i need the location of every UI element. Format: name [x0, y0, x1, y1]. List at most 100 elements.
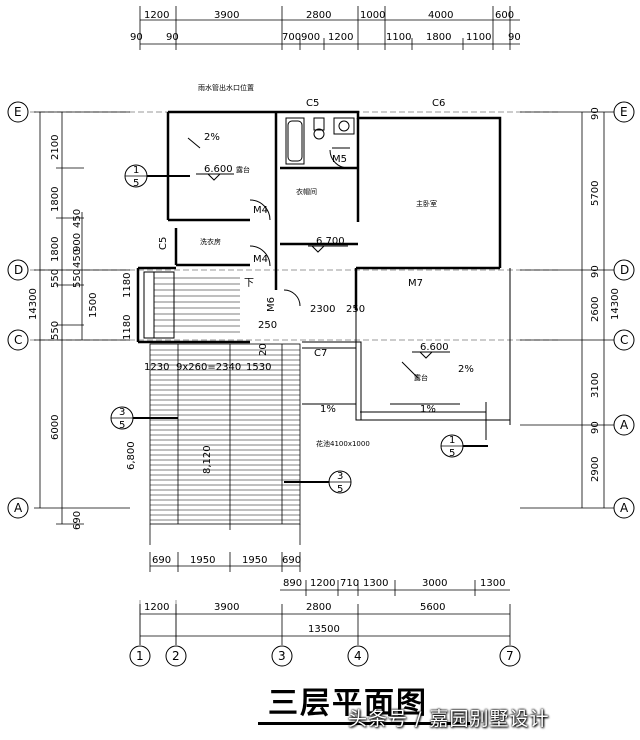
section-mark-1-top: 1 [133, 165, 139, 176]
bottom-dim-1950-b: 1950 [242, 555, 267, 566]
right-dim-90-a: 90 [590, 107, 601, 120]
top-dim-90-c: 90 [508, 32, 521, 43]
drawing-title: 三层平面图 [268, 686, 428, 721]
bottom-dim-690-a: 690 [152, 555, 171, 566]
door-m5: M5 [332, 154, 347, 165]
note-planter: 花池4100x1000 [316, 439, 370, 448]
right-dim-90-b: 90 [590, 265, 601, 278]
section-mark-3a-top: 3 [119, 407, 125, 418]
stair-dim-1530: 1530 [246, 362, 271, 373]
axis-label-a-left: A [14, 501, 23, 515]
dim-20: 20 [258, 343, 269, 356]
section-mark-1b-top: 1 [449, 435, 455, 446]
top-dim-1800: 1800 [426, 32, 451, 43]
section-mark-3b-bottom: 5 [337, 484, 343, 495]
axis-label-c-right: C [620, 333, 628, 347]
dim-2300: 2300 [310, 304, 335, 315]
left-dim-6000: 6000 [50, 415, 61, 440]
left-dim-total: 14300 [28, 288, 39, 320]
left-dim-450-b: 450 [72, 249, 83, 268]
axis-label-e-left: E [14, 105, 22, 119]
bottom-dim-1200: 1200 [310, 578, 335, 589]
top-dim-1200: 1200 [144, 10, 169, 21]
left-dim-1180-a: 1180 [122, 273, 133, 298]
top-dim-90-a: 90 [130, 32, 143, 43]
axis-label-7: 7 [506, 649, 514, 663]
top-dim-900: 900 [301, 32, 320, 43]
top-dim-3900: 3900 [214, 10, 239, 21]
left-dim-550-b: 550 [50, 321, 61, 340]
left-dim-900: 900 [72, 233, 83, 252]
room-terrace-main: 露台 [414, 373, 428, 382]
axis-label-a-right: A [620, 501, 629, 515]
top-dim-1100-b: 1100 [466, 32, 491, 43]
left-dim-stair-6800: 6,800 [126, 441, 137, 470]
right-dim-2900: 2900 [590, 457, 601, 482]
bottom-dim-3900: 3900 [214, 602, 239, 613]
note-gutter-outlet: 雨水管出水口位置 [198, 83, 254, 92]
door-m4-a: M4 [253, 205, 268, 216]
section-mark-1b-bottom: 5 [449, 448, 455, 459]
bottom-dim-total: 13500 [308, 624, 340, 635]
bottom-dim-5600: 5600 [420, 602, 445, 613]
axis-label-2: 2 [172, 649, 180, 663]
bottom-dim-3000: 3000 [422, 578, 447, 589]
left-dim-1800-b: 1800 [50, 237, 61, 262]
slope-2pct-top: 2% [204, 132, 220, 143]
title-underline [258, 722, 470, 725]
top-dim-700: 700 [282, 32, 301, 43]
section-mark-1-bottom: 5 [133, 178, 139, 189]
left-dim-550-c: 550 [72, 269, 83, 288]
right-dim-2600: 2600 [590, 297, 601, 322]
right-dim-90-c: 90 [590, 421, 601, 434]
door-m4-b: M4 [253, 254, 268, 265]
left-dim-450-a: 450 [72, 209, 83, 228]
stair-dim-1230: 1230 [144, 362, 169, 373]
top-dim-1200-b: 1200 [328, 32, 353, 43]
section-mark-3a-bottom: 5 [119, 420, 125, 431]
top-dim-2800: 2800 [306, 10, 331, 21]
dim-8120: 8,120 [202, 445, 213, 474]
bottom-dim-2800: 2800 [306, 602, 331, 613]
bottom-dim-690-b: 690 [282, 555, 301, 566]
left-dim-690: 690 [72, 511, 83, 530]
stair-down-label: 下 [244, 278, 254, 289]
axis-label-a-right-upper: A [620, 418, 629, 432]
bottom-dim-710: 710 [340, 578, 359, 589]
axis-label-d-left: D [14, 263, 23, 277]
axis-label-3: 3 [278, 649, 286, 663]
left-dim-1500: 1500 [88, 293, 99, 318]
slope-1pct-b: 1% [420, 404, 436, 415]
left-dim-550-a: 550 [50, 269, 61, 288]
right-dim-5700: 5700 [590, 181, 601, 206]
watermark-text: 头条号 / 嘉园别墅设计 [348, 708, 550, 730]
left-dim-2100: 2100 [50, 135, 61, 160]
left-dim-1180-b: 1180 [122, 315, 133, 340]
bottom-dim-1950-a: 1950 [190, 555, 215, 566]
top-dim-90-b: 90 [166, 32, 179, 43]
slope-2pct-main: 2% [458, 364, 474, 375]
dim-250-a: 250 [258, 320, 277, 331]
door-m7: M7 [408, 278, 423, 289]
right-dim-3100: 3100 [590, 373, 601, 398]
top-dim-600: 600 [495, 10, 514, 21]
room-master-bedroom: 主卧室 [416, 199, 437, 208]
right-dim-total: 14300 [610, 288, 621, 320]
room-terrace-top: 露台 [236, 165, 250, 174]
elevation-6700: 6.700 [316, 236, 345, 247]
room-closet: 衣帽间 [296, 187, 317, 196]
bottom-dim-1200-row3: 1200 [144, 602, 169, 613]
dim-250-b: 250 [346, 304, 365, 315]
axis-label-4: 4 [354, 649, 362, 663]
bottom-dim-1300-a: 1300 [363, 578, 388, 589]
window-c5-left: C5 [158, 237, 169, 250]
top-dim-1000: 1000 [360, 10, 385, 21]
elevation-6600-main: 6.600 [420, 342, 449, 353]
stair-dim-9x260: 9x260=2340 [176, 362, 241, 373]
window-c5-top: C5 [306, 98, 319, 109]
bottom-dim-1300-b: 1300 [480, 578, 505, 589]
top-dim-1100-a: 1100 [386, 32, 411, 43]
axis-label-d-right: D [620, 263, 629, 277]
axis-label-e-right: E [620, 105, 628, 119]
